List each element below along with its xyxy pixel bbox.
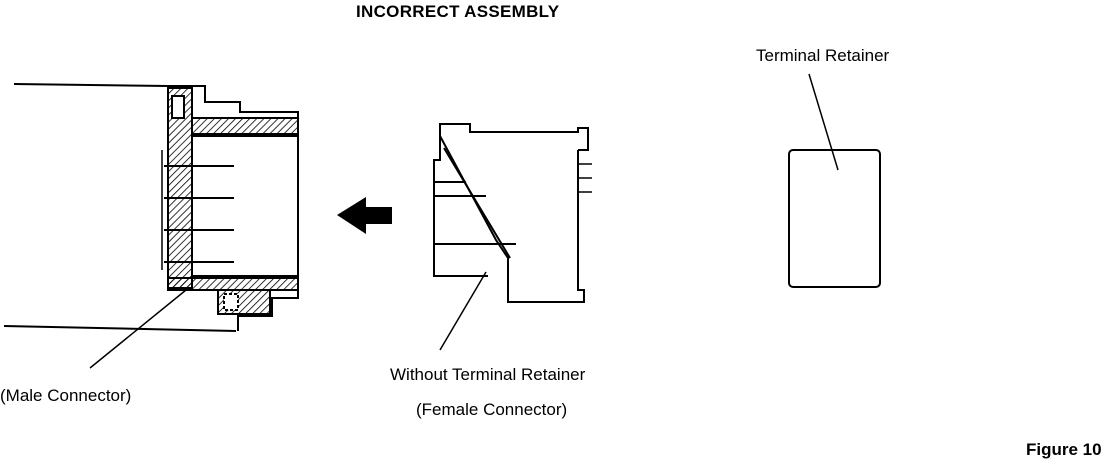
figure-number: Figure 10 xyxy=(1026,440,1102,459)
female-connector xyxy=(433,123,592,303)
female-connector-leader xyxy=(439,271,487,351)
terminal-retainer-leader xyxy=(808,73,839,171)
left-arrow-icon xyxy=(337,197,392,234)
terminal-retainer xyxy=(788,149,881,288)
diagram-title: INCORRECT ASSEMBLY xyxy=(356,2,560,21)
male-connector xyxy=(3,83,299,332)
without-terminal-retainer-label: Without Terminal Retainer xyxy=(390,365,586,384)
male-connector-leader xyxy=(89,289,187,369)
female-connector-label: (Female Connector) xyxy=(416,400,568,419)
male-connector-label: (Male Connector) xyxy=(0,386,132,405)
terminal-retainer-label: Terminal Retainer xyxy=(756,46,890,65)
